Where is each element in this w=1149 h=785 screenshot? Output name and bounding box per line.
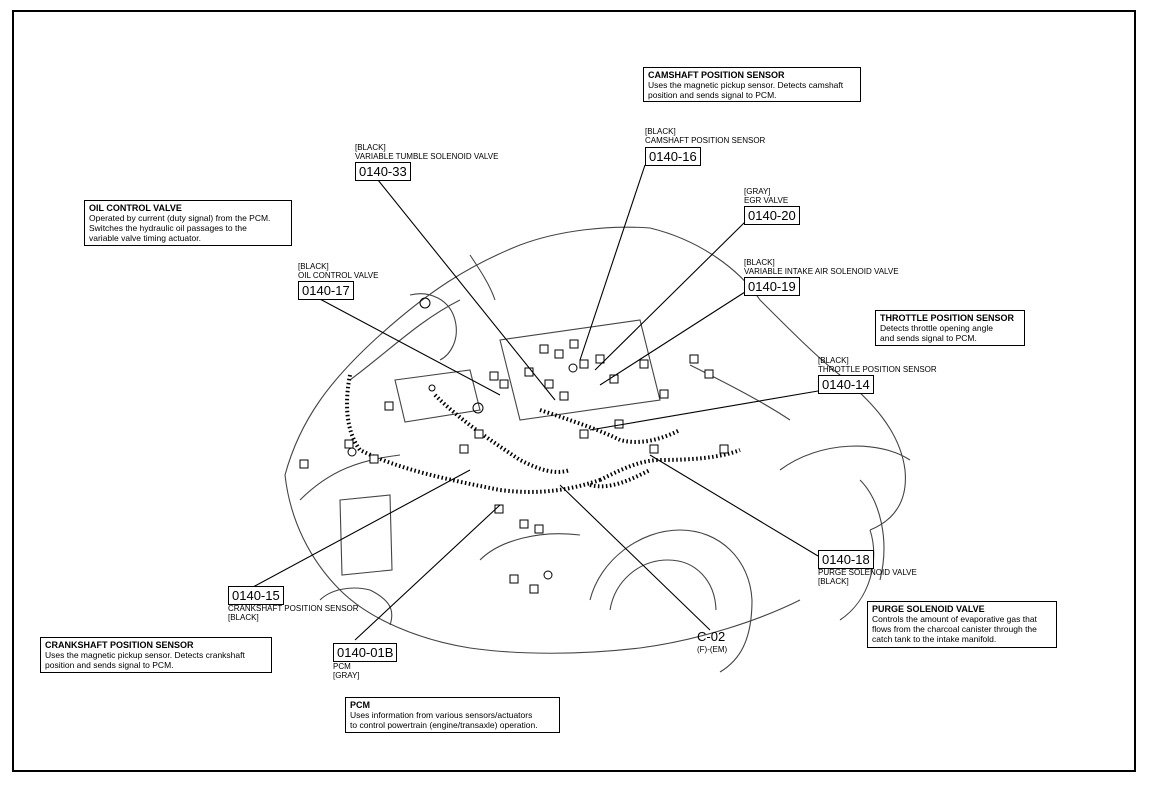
wiring-harness bbox=[345, 374, 741, 494]
purge-info-box: PURGE SOLENOID VALVE Controls the amount… bbox=[867, 601, 1057, 648]
c02-sub-label: (F)-(EM) bbox=[697, 645, 728, 654]
throttle-info-title: THROTTLE POSITION SENSOR bbox=[880, 313, 1015, 323]
purge-info-line1: Controls the amount of evaporative gas t… bbox=[872, 614, 1037, 624]
tps-code-box: 0140-14 bbox=[818, 375, 874, 394]
purge-info-line3: catch tank to the intake manifold. bbox=[872, 634, 997, 644]
pcm-color-label: [GRAY] bbox=[333, 671, 360, 680]
pcm-name-label: PCM bbox=[333, 662, 351, 671]
crankshaft-info-line2: position and sends signal to PCM. bbox=[45, 660, 174, 670]
crank-name-label: CRANKSHAFT POSITION SENSOR bbox=[228, 604, 359, 613]
egr-code-box: 0140-20 bbox=[744, 206, 800, 225]
pcm-info-line1: Uses information from various sensors/ac… bbox=[350, 710, 533, 720]
oil-control-info-line3: variable valve timing actuator. bbox=[89, 233, 201, 243]
purge-info-line2: flows from the charcoal canister through… bbox=[872, 624, 1037, 634]
tumble-name-label: VARIABLE TUMBLE SOLENOID VALVE bbox=[355, 152, 499, 161]
camshaft-info-box: CAMSHAFT POSITION SENSOR Uses the magnet… bbox=[643, 67, 861, 102]
crankshaft-info-line1: Uses the magnetic pickup sensor. Detects… bbox=[45, 650, 245, 660]
throttle-info-line1: Detects throttle opening angle bbox=[880, 323, 993, 333]
c02-code-label: C-02 bbox=[697, 629, 726, 644]
purge-name-label: PURGE SOLENOID VALVE bbox=[818, 568, 917, 577]
tumble-code-box: 0140-33 bbox=[355, 162, 411, 181]
ocv-name-label: OIL CONTROL VALVE bbox=[298, 271, 379, 280]
pcm-info-title: PCM bbox=[350, 700, 370, 710]
sensor-rings bbox=[347, 297, 578, 580]
cam-code-box: 0140-16 bbox=[645, 147, 701, 166]
tps-name-label: THROTTLE POSITION SENSOR bbox=[818, 365, 937, 374]
purge-info-title: PURGE SOLENOID VALVE bbox=[872, 604, 985, 614]
throttle-info-box: THROTTLE POSITION SENSOR Detects throttl… bbox=[875, 310, 1025, 346]
pcm-info-box: PCM Uses information from various sensor… bbox=[345, 697, 560, 733]
crankshaft-info-title: CRANKSHAFT POSITION SENSOR bbox=[45, 640, 194, 650]
crankshaft-info-box: CRANKSHAFT POSITION SENSOR Uses the magn… bbox=[40, 637, 272, 673]
camshaft-info-line1: Uses the magnetic pickup sensor. Detects… bbox=[648, 80, 844, 90]
crank-code-box: 0140-15 bbox=[228, 586, 284, 605]
connector-blocks bbox=[299, 339, 729, 594]
oil-control-info-line2: Switches the hydraulic oil passages to t… bbox=[89, 223, 247, 233]
egr-name-label: EGR VALVE bbox=[744, 196, 789, 205]
pcm-info-line2: to control powertrain (engine/transaxle)… bbox=[350, 720, 538, 730]
ocv-color-label: [BLACK] bbox=[298, 262, 329, 271]
crank-color-label: [BLACK] bbox=[228, 613, 259, 622]
egr-color-label: [GRAY] bbox=[744, 187, 771, 196]
cam-name-label: CAMSHAFT POSITION SENSOR bbox=[645, 136, 766, 145]
oil-control-info-title: OIL CONTROL VALVE bbox=[89, 203, 182, 213]
leader-lines bbox=[252, 164, 819, 641]
camshaft-info-line2: position and sends signal to PCM. bbox=[648, 90, 777, 100]
intake-name-label: VARIABLE INTAKE AIR SOLENOID VALVE bbox=[744, 267, 899, 276]
ocv-code-box: 0140-17 bbox=[298, 281, 354, 300]
throttle-info-line2: and sends signal to PCM. bbox=[880, 333, 977, 343]
diagram-frame bbox=[12, 10, 1136, 772]
camshaft-info-title: CAMSHAFT POSITION SENSOR bbox=[648, 70, 785, 80]
tps-color-label: [BLACK] bbox=[818, 356, 849, 365]
intake-code-box: 0140-19 bbox=[744, 277, 800, 296]
purge-code-box: 0140-18 bbox=[818, 550, 874, 569]
oil-control-info-line1: Operated by current (duty signal) from t… bbox=[89, 213, 271, 223]
intake-color-label: [BLACK] bbox=[744, 258, 775, 267]
purge-color-label: [BLACK] bbox=[818, 577, 849, 586]
oil-control-info-box: OIL CONTROL VALVE Operated by current (d… bbox=[84, 200, 292, 246]
tumble-color-label: [BLACK] bbox=[355, 143, 386, 152]
car-body-outline bbox=[284, 226, 911, 673]
cam-color-label: [BLACK] bbox=[645, 127, 676, 136]
pcm-code-box: 0140-01B bbox=[333, 643, 398, 662]
